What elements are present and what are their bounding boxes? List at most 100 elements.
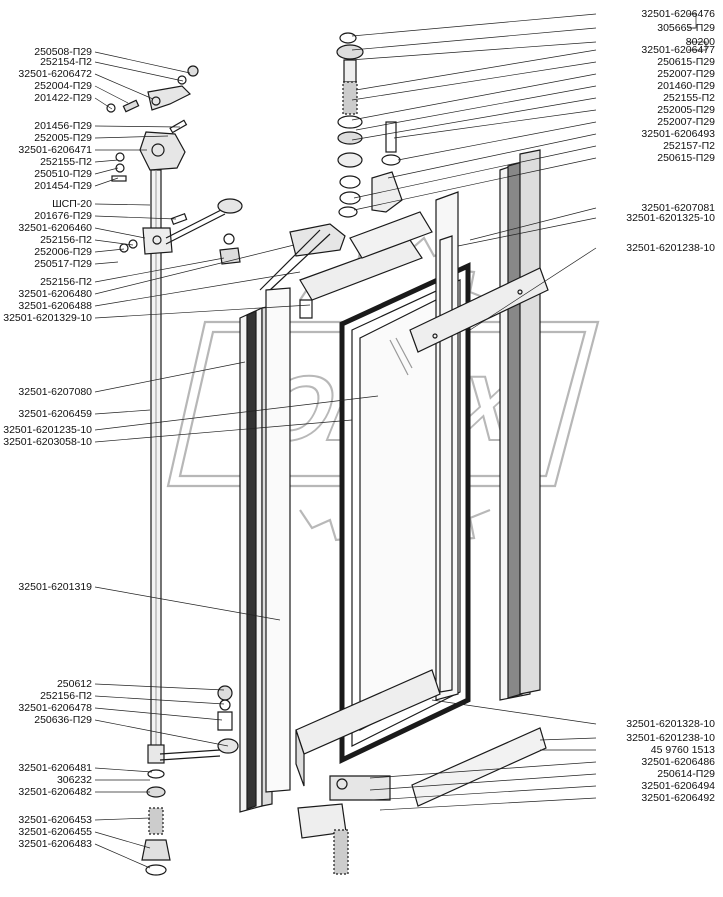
callout-left-34: 32501-6206455 (18, 826, 92, 838)
callout-right-6: 201460-П29 (657, 80, 715, 92)
leader-left-34 (94, 831, 151, 849)
upper-left-hinge (139, 85, 192, 171)
upper-tie-rod (119, 198, 243, 265)
leader-left-30 (94, 767, 153, 773)
callout-right-11: 252157-П2 (663, 140, 715, 152)
callout-left-27: 252156-П2 (40, 690, 92, 702)
leader-right-13 (469, 207, 597, 241)
leader-right-5 (351, 73, 597, 121)
callout-left-28: 32501-6206478 (18, 702, 92, 714)
leader-right-11 (353, 145, 597, 199)
left-vertical-profile (239, 287, 291, 813)
leader-lines (94, 13, 707, 869)
callout-right-17: 32501-6201238-10 (626, 732, 715, 744)
leader-left-18 (94, 244, 295, 295)
callout-left-14: 252156-П2 (40, 234, 92, 246)
callout-right-21: 32501-6206494 (641, 780, 715, 792)
callout-right-5: 252007-П29 (657, 68, 715, 80)
leader-left-26 (94, 683, 225, 691)
callout-right-20: 250614-П29 (657, 768, 715, 780)
callout-left-16: 250517-П29 (34, 258, 92, 270)
callout-left-5: 201456-П29 (34, 120, 92, 132)
leader-left-21 (94, 361, 246, 393)
leader-right-1 (351, 27, 597, 51)
leader-right-16 (431, 699, 597, 725)
leader-left-12 (94, 215, 177, 220)
callout-left-11: ШСП-20 (52, 198, 92, 210)
callout-right-7: 252155-П2 (663, 92, 715, 104)
leader-right-20 (369, 773, 597, 791)
leader-left-13 (94, 227, 146, 239)
leader-left-20 (94, 304, 311, 319)
leader-right-3 (355, 49, 597, 91)
callout-left-35: 32501-6206483 (18, 838, 92, 850)
right-outer-profile (499, 149, 541, 701)
callout-left-15: 252006-П29 (34, 246, 92, 258)
leader-left-29 (94, 719, 229, 747)
leader-right-7 (351, 97, 597, 141)
leader-left-10 (94, 177, 119, 187)
group-bracket (688, 13, 707, 51)
callout-right-18: 45 9760 1513 (650, 744, 715, 756)
callout-left-20: 32501-6201329-10 (3, 312, 92, 324)
callout-left-13: 32501-6206460 (18, 222, 92, 234)
callout-left-23: 32501-6201235-10 (3, 424, 92, 436)
leader-left-8 (94, 159, 119, 163)
callout-right-13: 32501-6207081 (641, 202, 715, 214)
top-center-hinge (336, 32, 403, 218)
leader-left-4 (94, 97, 113, 110)
pivot-rod (147, 169, 165, 764)
callout-left-7: 32501-6206471 (18, 144, 92, 156)
leader-right-17 (539, 737, 597, 741)
callout-left-33: 32501-6206453 (18, 814, 92, 826)
callout-right-1: 305665-П29 (657, 22, 715, 34)
leader-right-6 (355, 85, 597, 131)
callout-right-16: 32501-6201328-10 (626, 718, 715, 730)
callout-right-10: 32501-6206493 (641, 128, 715, 140)
leader-right-4 (351, 61, 597, 101)
callout-left-29: 250636-П29 (34, 714, 92, 726)
leader-left-28 (94, 707, 223, 721)
bottom-rail (295, 669, 547, 807)
callout-left-9: 250510-П29 (34, 168, 92, 180)
callout-left-3: 252004-П29 (34, 80, 92, 92)
callout-right-8: 252005-П29 (657, 104, 715, 116)
leader-left-1 (94, 61, 184, 82)
callout-left-1: 252154-П2 (40, 56, 92, 68)
callout-right-3: 32501-6206477 (641, 44, 715, 56)
leader-left-17 (94, 257, 225, 283)
callout-right-0: 32501-6206476 (641, 8, 715, 20)
leader-left-3 (94, 85, 129, 104)
leader-left-14 (94, 239, 134, 246)
callout-left-25: 32501-6201319 (18, 581, 92, 593)
leader-right-14 (457, 217, 597, 247)
callout-right-12: 250615-П29 (657, 152, 715, 164)
callout-right-15: 32501-6201238-10 (626, 242, 715, 254)
leader-left-6 (94, 135, 169, 139)
leader-left-25 (94, 586, 281, 621)
leader-left-33 (94, 817, 151, 821)
callout-left-26: 250612 (56, 678, 92, 690)
leader-right-21 (371, 785, 597, 801)
callout-left-19: 32501-6206488 (18, 300, 92, 312)
leader-right-8 (393, 109, 597, 139)
leader-left-23 (94, 395, 379, 431)
parts (106, 32, 549, 876)
callout-left-21: 32501-6207080 (18, 386, 92, 398)
callout-left-6: 252005-П29 (34, 132, 92, 144)
leader-left-19 (94, 271, 301, 307)
callout-left-18: 32501-6206480 (18, 288, 92, 300)
callout-left-22: 32501-6206459 (18, 408, 92, 420)
leader-left-0 (94, 51, 191, 74)
leader-right-19 (369, 761, 597, 779)
cross-rail-right (409, 267, 549, 353)
top-hinge-plate (259, 211, 433, 319)
callout-right-14: 32501-6201325-10 (626, 212, 715, 224)
leader-right-2 (349, 41, 597, 61)
leader-right-0 (351, 13, 597, 37)
callout-right-4: 250615-П29 (657, 56, 715, 68)
leader-right-12 (353, 157, 597, 211)
leader-left-5 (94, 125, 181, 128)
